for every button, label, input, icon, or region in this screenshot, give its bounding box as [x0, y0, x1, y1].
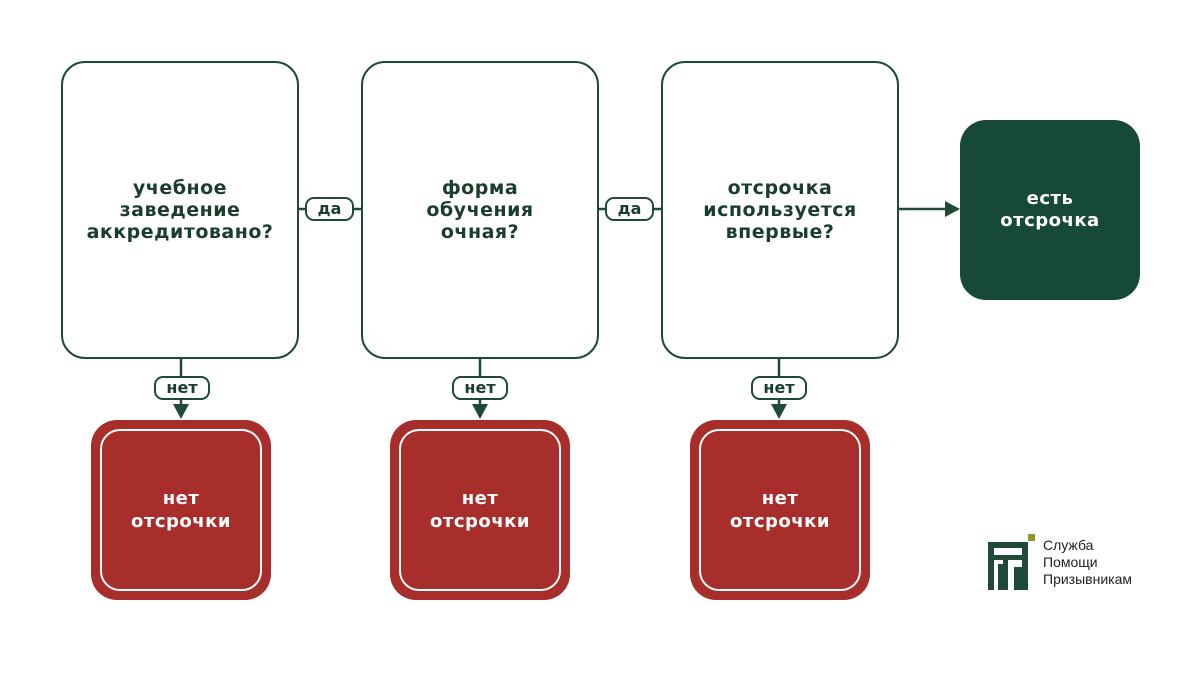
question-accreditation: учебное заведение аккредитовано?	[61, 61, 299, 359]
arrowhead-to-no-1	[173, 404, 189, 419]
outcome-no-deferment-label: нет отсрочки	[699, 429, 861, 591]
no-label-1: нет	[154, 376, 210, 400]
outcome-no-deferment-2: нет отсрочки	[390, 420, 570, 600]
outcome-no-deferment-label: нет отсрочки	[100, 429, 262, 591]
outcome-no-deferment-label: нет отсрочки	[399, 429, 561, 591]
outcome-no-deferment-1: нет отсрочки	[91, 420, 271, 600]
service-name: Служба Помощи Призывникам	[1043, 537, 1132, 587]
arrowhead-to-yes	[945, 201, 960, 217]
question-first-deferment: отсрочка используется впервые?	[661, 61, 899, 359]
question-full-time: форма обучения очная?	[361, 61, 599, 359]
yes-label-2: да	[605, 197, 654, 221]
arrowhead-to-no-3	[771, 404, 787, 419]
outcome-has-deferment: есть отсрочка	[960, 120, 1140, 300]
outcome-no-deferment-3: нет отсрочки	[690, 420, 870, 600]
no-label-3: нет	[751, 376, 807, 400]
no-label-2: нет	[452, 376, 508, 400]
arrowhead-to-no-2	[472, 404, 488, 419]
service-logo-icon	[988, 534, 1035, 590]
yes-label-1: да	[305, 197, 354, 221]
